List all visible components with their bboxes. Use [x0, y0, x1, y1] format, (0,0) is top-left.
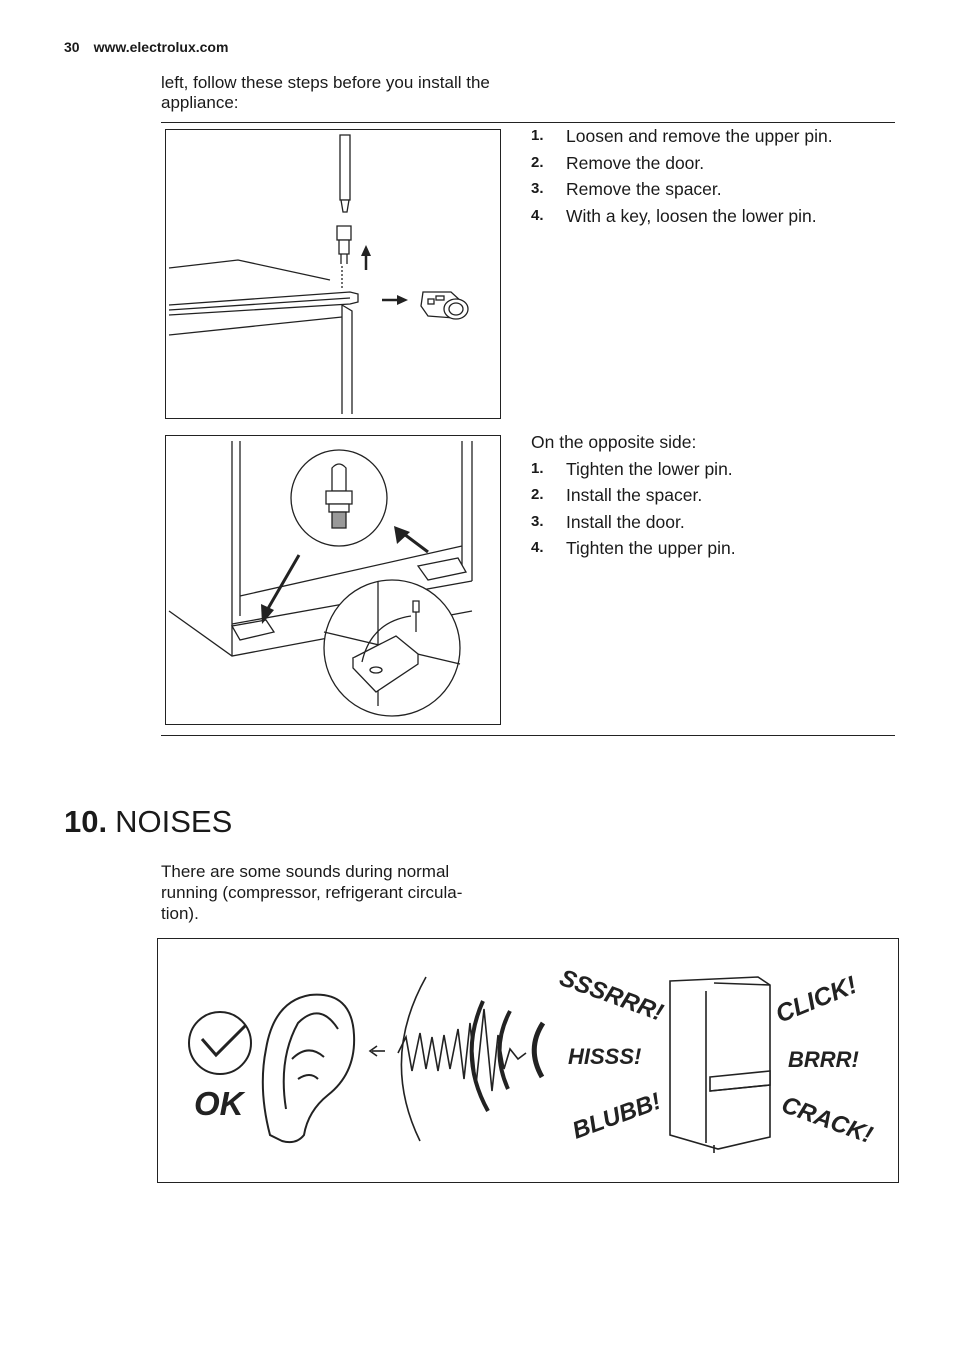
figure-install-opposite: [165, 435, 501, 725]
steps-lead: On the opposite side:: [531, 432, 697, 452]
step-item: 2.Remove the door.: [531, 152, 705, 173]
illustration-noises: OK SSSRRR! HISSS! B: [188, 964, 876, 1153]
ok-label: OK: [194, 1085, 246, 1122]
illustration-remove-pin: [168, 134, 469, 414]
illustration-install-pin: [168, 441, 473, 717]
site-url: www.electrolux.com: [93, 39, 229, 55]
figure-noises: OK SSSRRR! HISSS! B: [157, 938, 899, 1183]
figure-remove-pin: [165, 129, 501, 419]
sound-wave-icon: [368, 976, 546, 1142]
step-item: 3.Remove the spacer.: [531, 179, 722, 199]
sound-blubb: BLUBB!: [569, 1088, 665, 1145]
step-item: 3.Install the door.: [531, 511, 685, 532]
sound-sssrrr: SSSRRR!: [556, 964, 667, 1026]
bottom-rule: [161, 735, 895, 736]
sound-hisss: HISSS!: [568, 1044, 641, 1069]
steps-remove: 1.Loosen and remove the upper pin. 2.Rem…: [531, 123, 891, 229]
step-list-remove: 1.Loosen and remove the upper pin. 2.Rem…: [531, 123, 891, 229]
step-item: 4.With a key, loosen the lower pin.: [531, 205, 817, 226]
page-header: 30 www.electrolux.com: [64, 39, 228, 55]
step-list-install: 1.Tighten the lower pin. 2.Install the s…: [531, 456, 891, 562]
sound-crack: CRACK!: [778, 1091, 876, 1149]
ear-icon: [261, 993, 356, 1144]
sound-click: CLICK!: [772, 971, 861, 1029]
step-item: 4.Tighten the upper pin.: [531, 538, 736, 558]
section-title: NOISES: [115, 804, 233, 839]
noises-description: There are some sounds during normal runn…: [161, 862, 463, 923]
steps-opposite: On the opposite side: 1.Tighten the lowe…: [531, 429, 891, 562]
check-icon: [188, 1011, 252, 1075]
sound-brrr: BRRR!: [788, 1047, 859, 1072]
fridge-icon: [669, 976, 771, 1153]
section-number: 10.: [64, 804, 108, 839]
step-item: 2.Install the spacer.: [531, 485, 703, 505]
section-heading: 10.NOISES: [64, 800, 232, 844]
intro-text: left, follow these steps before you inst…: [161, 73, 490, 112]
step-item: 1.Loosen and remove the upper pin.: [531, 126, 833, 146]
top-rule: [161, 122, 895, 123]
page-number: 30: [64, 39, 80, 55]
step-item: 1.Tighten the lower pin.: [531, 458, 733, 479]
